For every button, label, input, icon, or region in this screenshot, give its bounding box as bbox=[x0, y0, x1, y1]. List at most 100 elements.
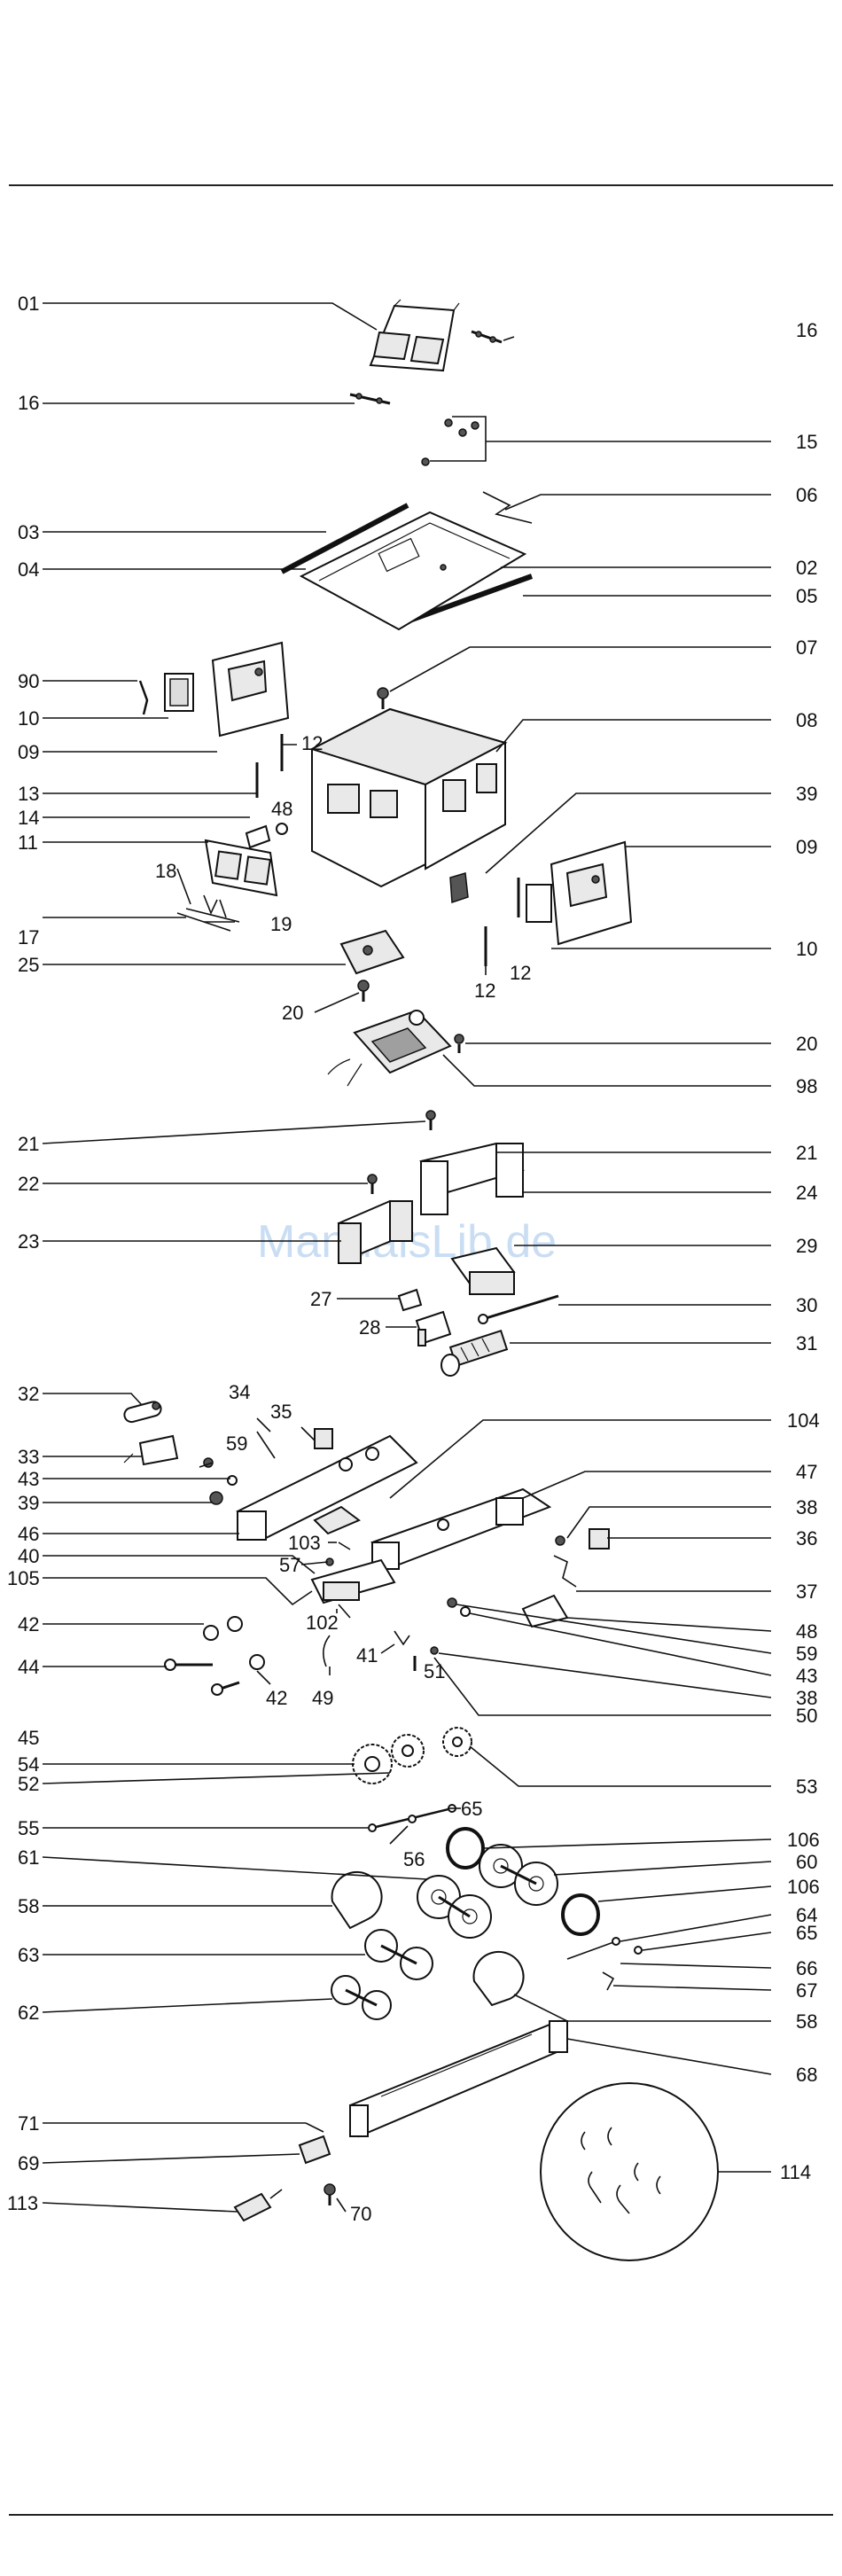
part-48-top bbox=[276, 823, 288, 835]
part-104 bbox=[313, 1505, 361, 1535]
callout-label: 33 bbox=[18, 1446, 39, 1468]
callout-label: 54 bbox=[18, 1753, 39, 1776]
callout-label: 15 bbox=[796, 431, 817, 453]
part-45 bbox=[211, 1681, 240, 1696]
callout-label: 98 bbox=[796, 1075, 817, 1097]
part-detail-114 bbox=[540, 2082, 719, 2261]
part-bracket-23 bbox=[337, 1199, 414, 1264]
part-14 bbox=[245, 824, 271, 849]
part-71-69 bbox=[298, 2122, 331, 2165]
part-screw-21a bbox=[425, 1110, 436, 1130]
part-48 bbox=[521, 1594, 569, 1628]
callout-label: 34 bbox=[229, 1381, 250, 1403]
callout-label: 65 bbox=[461, 1798, 482, 1820]
part-door-right bbox=[550, 840, 633, 946]
part-39-top bbox=[449, 872, 469, 904]
callout-label: 59 bbox=[796, 1643, 817, 1665]
callout-label: 38 bbox=[796, 1687, 817, 1709]
part-43-right bbox=[460, 1606, 471, 1617]
part-cab-body bbox=[309, 707, 508, 888]
part-37 bbox=[553, 1555, 577, 1588]
part-36 bbox=[589, 1528, 610, 1550]
part-window-right bbox=[526, 884, 552, 923]
callout-label: 53 bbox=[796, 1776, 817, 1798]
bottom-rule bbox=[9, 2514, 833, 2516]
callout-label: 44 bbox=[18, 1656, 39, 1678]
part-gearbox-40 bbox=[310, 1558, 396, 1604]
part-small-64-67 bbox=[566, 1937, 643, 1991]
callout-label: 43 bbox=[796, 1665, 817, 1687]
callout-label: 70 bbox=[350, 2203, 371, 2225]
callout-label: 39 bbox=[18, 1492, 39, 1514]
callout-label: 49 bbox=[312, 1687, 333, 1709]
callout-label: 35 bbox=[270, 1401, 292, 1423]
callout-label: 21 bbox=[796, 1142, 817, 1164]
part-wiper bbox=[138, 680, 149, 715]
part-frame-24 bbox=[419, 1142, 525, 1215]
callout-label: 05 bbox=[796, 585, 817, 607]
callout-label: 65 bbox=[796, 1922, 817, 1944]
callout-label: 105 bbox=[7, 1567, 40, 1589]
part-screw-20b bbox=[454, 1034, 464, 1053]
part-clip-27 bbox=[397, 1288, 423, 1312]
callout-label: 27 bbox=[310, 1288, 331, 1310]
callout-label: 28 bbox=[359, 1316, 380, 1339]
callout-label: 18 bbox=[155, 860, 176, 882]
callout-label: 48 bbox=[796, 1620, 817, 1643]
callout-label: 07 bbox=[796, 636, 817, 659]
callout-label: 20 bbox=[282, 1002, 303, 1024]
callout-label: 12 bbox=[474, 980, 495, 1002]
callout-label: 02 bbox=[796, 557, 817, 579]
callout-label: 24 bbox=[796, 1182, 817, 1204]
callout-label: 32 bbox=[18, 1383, 39, 1405]
part-38-lower bbox=[430, 1646, 439, 1655]
callout-label: 38 bbox=[796, 1496, 817, 1518]
callout-label: 57 bbox=[279, 1554, 300, 1576]
callout-label: 63 bbox=[18, 1944, 39, 1966]
callout-label: 30 bbox=[796, 1294, 817, 1316]
part-screw-22 bbox=[367, 1174, 378, 1194]
part-43 bbox=[227, 1475, 238, 1486]
callout-label: 21 bbox=[18, 1133, 39, 1155]
part-gutter-03 bbox=[280, 503, 409, 574]
callout-label: 39 bbox=[796, 783, 817, 805]
part-rods-55 bbox=[368, 1804, 456, 1832]
part-44 bbox=[164, 1659, 213, 1671]
part-tyre-106a bbox=[446, 1827, 485, 1870]
callout-label: 23 bbox=[18, 1230, 39, 1253]
callout-label: 106 bbox=[787, 1829, 820, 1851]
callout-label: 40 bbox=[18, 1545, 39, 1567]
callout-label: 10 bbox=[18, 707, 39, 730]
callout-label: 69 bbox=[18, 2152, 39, 2174]
callout-label: 36 bbox=[796, 1527, 817, 1550]
callout-label: 60 bbox=[796, 1851, 817, 1873]
part-102 bbox=[338, 1604, 351, 1619]
callout-label: 59 bbox=[226, 1432, 247, 1455]
callout-label: 13 bbox=[18, 783, 39, 805]
callout-label: 52 bbox=[18, 1773, 39, 1795]
callout-label: 14 bbox=[18, 807, 39, 829]
callout-label: 106 bbox=[787, 1876, 820, 1898]
part-42b bbox=[227, 1616, 243, 1632]
part-plate-25 bbox=[339, 929, 405, 975]
callout-labels: 01 16 16 15 06 03 02 04 05 07 90 10 09 0… bbox=[7, 293, 820, 2225]
part-gear-52 bbox=[391, 1734, 425, 1768]
callout-label: 42 bbox=[266, 1687, 287, 1709]
part-cover-58b bbox=[472, 1950, 525, 2007]
part-wire-06 bbox=[482, 491, 533, 524]
part-electronics-98 bbox=[327, 1009, 452, 1087]
callout-label: 64 bbox=[796, 1904, 817, 1926]
callout-label: 104 bbox=[787, 1409, 820, 1432]
part-49 bbox=[323, 1635, 331, 1667]
callout-label: 114 bbox=[780, 2161, 811, 2183]
part-103 bbox=[338, 1542, 351, 1550]
part-door-left bbox=[211, 641, 290, 738]
part-wheelset-60 bbox=[479, 1844, 558, 1906]
part-cover-58a bbox=[331, 1870, 383, 1930]
callout-label: 20 bbox=[796, 1033, 817, 1055]
part-screw-07 bbox=[377, 687, 389, 709]
callout-label: 51 bbox=[424, 1660, 445, 1682]
part-wheelset-63 bbox=[364, 1929, 433, 1980]
part-chassis-47 bbox=[370, 1487, 552, 1570]
